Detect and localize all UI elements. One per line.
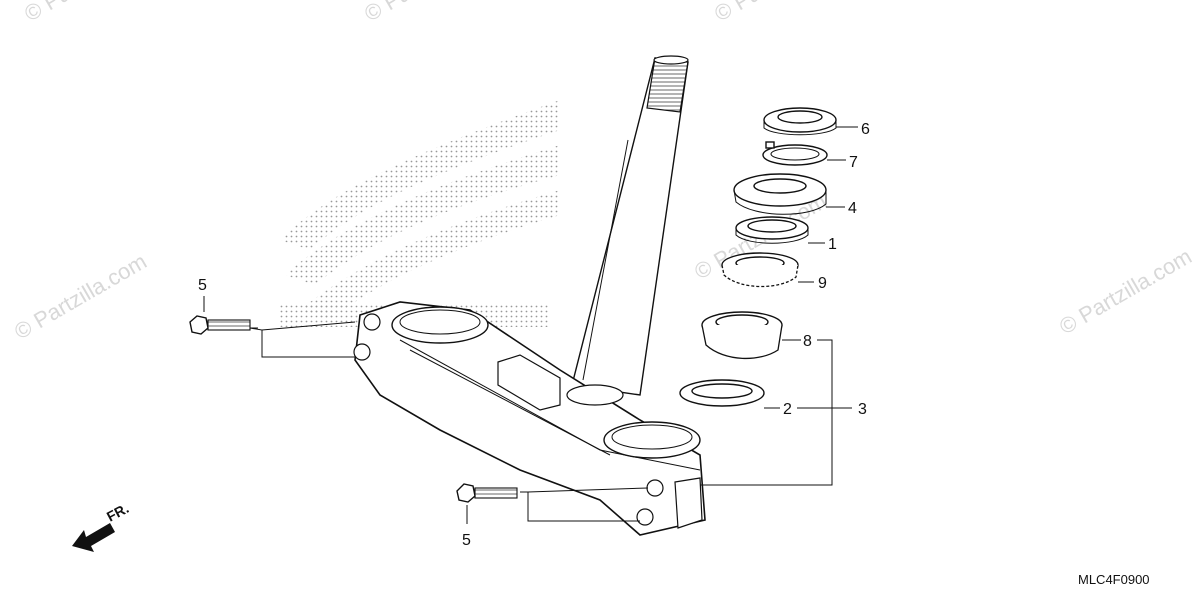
watermark-top-left: © Partzilla.com (20, 0, 161, 26)
lower-triple-clamp (353, 301, 706, 536)
watermark-left: © Partzilla.com (10, 249, 151, 345)
bearing-stack (679, 107, 837, 407)
callout-8: 8 (803, 333, 812, 350)
steering-stem (571, 55, 689, 396)
brand-wing-logo (280, 100, 560, 327)
dust-seal-1 (735, 216, 809, 244)
bolt-bottom (456, 483, 518, 503)
callout-3: 3 (858, 401, 867, 418)
callout-2: 2 (783, 401, 792, 418)
lock-nut-6 (763, 107, 837, 136)
callout-5-top: 5 (198, 277, 207, 294)
watermark-top: © Pa (360, 0, 416, 26)
callouts: 6 7 4 1 9 8 2 3 5 5 (198, 121, 870, 549)
bearing-race-8 (701, 311, 783, 360)
callout-1: 1 (828, 236, 837, 253)
watermark-top-right: © Partzilla.com (710, 0, 851, 26)
adjusting-nut-4 (733, 173, 827, 215)
front-direction-arrow: FR. (72, 500, 131, 552)
bolt-top (189, 315, 251, 335)
callout-9: 9 (818, 275, 827, 292)
diagram-code: MLC4F0900 (1078, 572, 1150, 587)
callout-6: 6 (861, 121, 870, 138)
bearing-9 (721, 252, 799, 288)
watermark-right: © Partzilla.com (1055, 244, 1196, 340)
callout-4: 4 (848, 200, 857, 217)
dust-seal-2 (679, 379, 765, 407)
callout-5-bottom: 5 (462, 532, 471, 549)
fr-label: FR. (104, 500, 131, 525)
lock-washer-7 (762, 141, 828, 166)
leader-lines (203, 126, 858, 524)
callout-7: 7 (849, 154, 858, 171)
